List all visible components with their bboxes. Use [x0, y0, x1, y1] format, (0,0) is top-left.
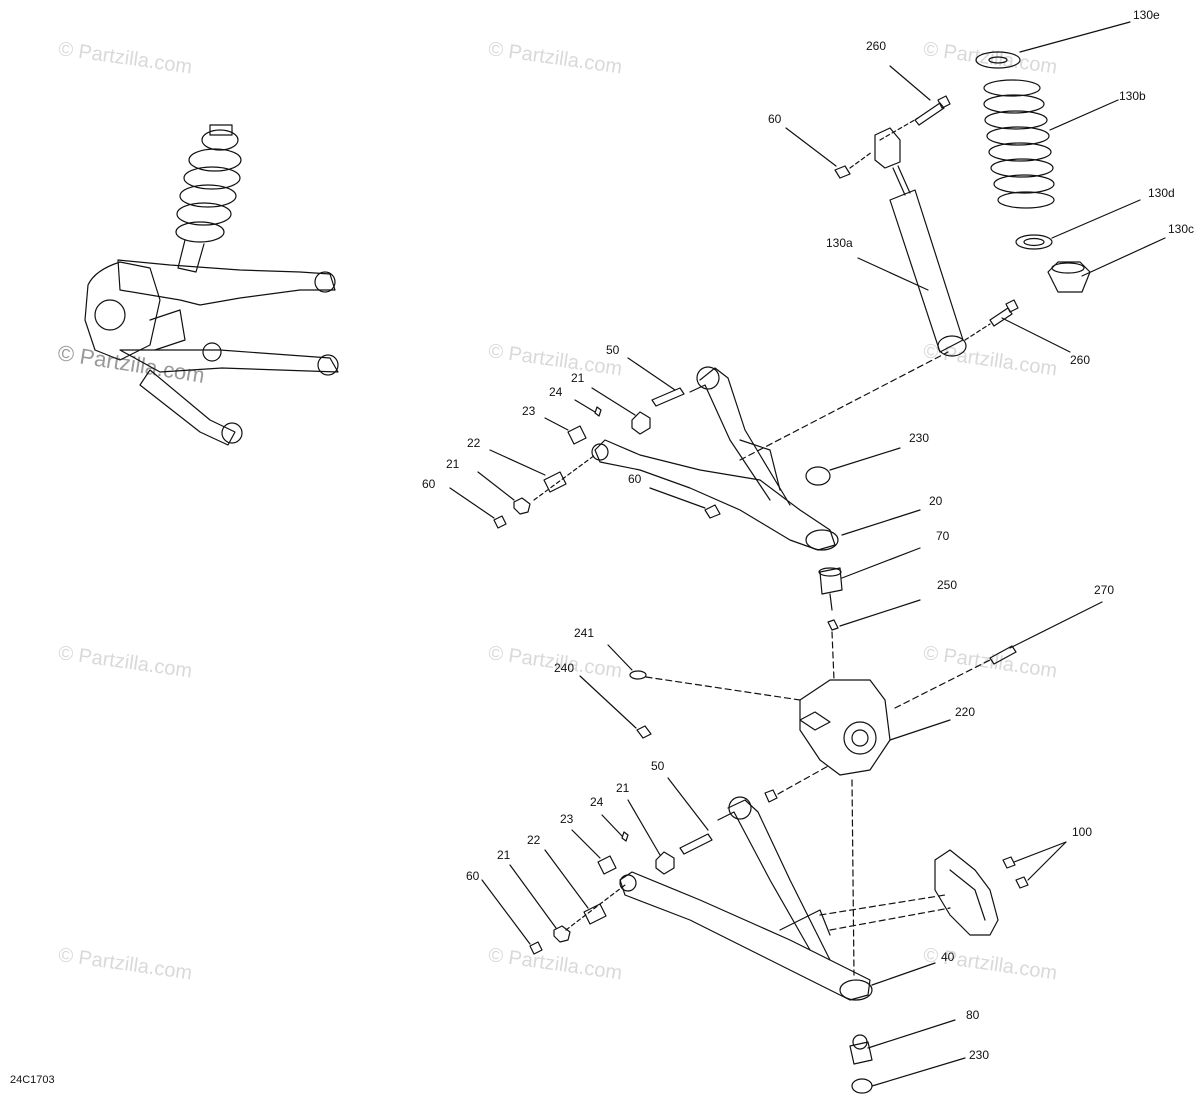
callout-21: 21: [446, 457, 460, 471]
washer-241: [607, 644, 801, 701]
overview-knuckle: [84, 261, 161, 361]
diagram-code: 24C1703: [10, 1074, 55, 1086]
callout-40: 40: [941, 950, 955, 964]
callout-60: 60: [422, 477, 436, 491]
callout-24: 24: [590, 795, 604, 809]
overview-spring: [175, 124, 242, 273]
nut-240: [579, 675, 652, 739]
callout-241: 241: [574, 626, 595, 640]
callout-270: 270: [1094, 583, 1115, 597]
callout-70: 70: [936, 529, 950, 543]
lower-a-arm-40: [619, 779, 936, 1001]
callout-250: 250: [937, 578, 958, 592]
callout-22: 22: [467, 436, 481, 450]
ball-joint-80: [849, 1019, 956, 1065]
callout-100: 100: [1072, 825, 1093, 839]
upper-a-arm-20: [591, 366, 921, 551]
callout-21: 21: [616, 781, 630, 795]
knuckle-220: [799, 631, 951, 776]
callout-130a: 130a: [826, 236, 853, 250]
overview-lower-arm-rear: [119, 349, 339, 373]
callout-60: 60: [466, 869, 480, 883]
overview-lower-arm-front: [139, 369, 236, 446]
callout-50: 50: [651, 759, 665, 773]
callout-23: 23: [560, 812, 574, 826]
callout-60: 60: [628, 472, 642, 486]
overview-upper-arm: [117, 259, 336, 306]
circlip-230-top: [805, 447, 901, 486]
callout-130e: 130e: [1133, 8, 1160, 22]
nut-knuckle: [764, 764, 831, 803]
callout-60: 60: [768, 112, 782, 126]
nut-60-top: [785, 127, 873, 179]
skid-plate-100: [819, 841, 1067, 936]
upper-arm-hardware: [449, 351, 949, 529]
lower-arm-hardware: [481, 777, 713, 955]
callout-240: 240: [554, 661, 575, 675]
circlip-230-bottom: [851, 1057, 966, 1094]
callout-21: 21: [571, 371, 585, 385]
coil-spring-130b: [983, 79, 1119, 209]
callout-260: 260: [1070, 353, 1091, 367]
cotter-pin-250: [827, 599, 921, 631]
callout-230: 230: [969, 1048, 990, 1062]
callout-80: 80: [966, 1008, 980, 1022]
callout-23: 23: [522, 404, 536, 418]
callout-20: 20: [929, 494, 943, 508]
callout-21: 21: [497, 848, 511, 862]
callout-260: 260: [866, 39, 887, 53]
callout-130d: 130d: [1148, 186, 1175, 200]
spring-seat-130e: [975, 21, 1131, 69]
callout-230: 230: [909, 431, 930, 445]
spring-seat-130d: [1015, 199, 1141, 250]
assembled-suspension-illustration: [84, 124, 339, 446]
ball-joint-70: [818, 547, 921, 611]
adjuster-130c: [1047, 237, 1166, 293]
callout-130c: 130c: [1168, 222, 1195, 236]
callout-22: 22: [527, 833, 541, 847]
shock-absorber-130a: [857, 127, 967, 357]
callout-50: 50: [606, 343, 620, 357]
bolt-260-top: [879, 65, 951, 141]
callout-24: 24: [549, 385, 563, 399]
callout-220: 220: [955, 705, 976, 719]
bolt-270: [894, 601, 1103, 709]
bolt-260-bottom: [964, 299, 1071, 353]
callout-130b: 130b: [1119, 89, 1146, 103]
